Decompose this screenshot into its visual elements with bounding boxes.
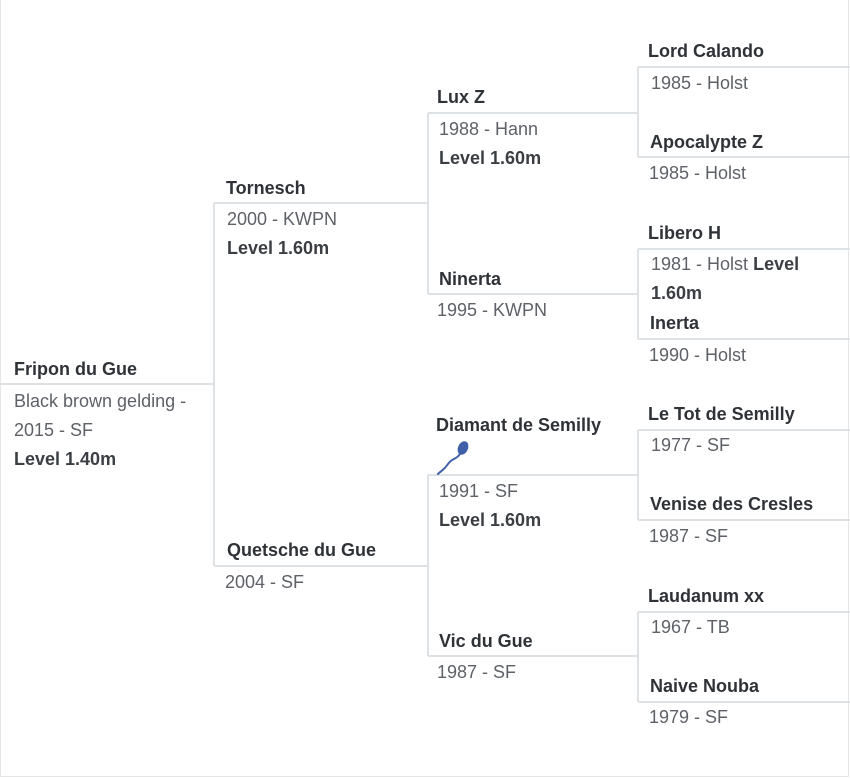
horse-level: Level 1.60m <box>439 510 542 530</box>
horse-name[interactable]: Tornesch <box>226 178 306 198</box>
horse-name[interactable]: Vic du Gue <box>439 631 533 651</box>
horse-name[interactable]: Laudanum xx <box>648 586 765 606</box>
horse-name[interactable]: Libero H <box>648 223 722 243</box>
horse-details-text: 1985 - Holst <box>651 73 749 93</box>
horse-name[interactable]: Diamant de Semilly <box>436 415 602 435</box>
horse-name[interactable]: Naive Nouba <box>650 676 760 696</box>
horse-name[interactable]: Inerta <box>650 313 700 333</box>
horse-details: 1987 - SF <box>437 658 632 687</box>
horse-details: 1991 - SF Level 1.60m <box>439 477 634 535</box>
horse-name[interactable]: Quetsche du Gue <box>227 540 377 560</box>
horse-details: 1990 - Holst <box>649 341 839 370</box>
sperm-icon <box>437 441 469 475</box>
horse-details-text: 1967 - TB <box>651 617 730 637</box>
horse-details-text: 1987 - SF <box>649 526 729 546</box>
horse-details: 1985 - Holst <box>651 69 841 98</box>
horse-details: 1985 - Holst <box>649 159 839 188</box>
horse-details-text: 1990 - Holst <box>649 345 747 365</box>
horse-details: 1977 - SF <box>651 431 841 460</box>
horse-details-text: 1991 - SF <box>439 481 519 501</box>
horse-name[interactable]: Lord Calando <box>648 41 764 61</box>
horse-details-text: 1985 - Holst <box>649 163 747 183</box>
horse-name[interactable]: Apocalypte Z <box>650 132 764 152</box>
horse-details: 1967 - TB <box>651 613 841 642</box>
horse-level: Level 1.60m <box>651 254 800 303</box>
horse-details-text: 1979 - SF <box>649 707 729 727</box>
horse-details-text: 1995 - KWPN <box>437 300 548 320</box>
horse-details-text: 2004 - SF <box>225 572 305 592</box>
horse-level: Level 1.60m <box>439 148 542 168</box>
horse-details-text: 2000 - KWPN <box>227 209 338 229</box>
horse-details: 1995 - KWPN <box>437 296 632 325</box>
horse-details: Black brown gelding - 2015 - SF Level 1.… <box>14 387 214 474</box>
horse-details: 1979 - SF <box>649 703 839 732</box>
horse-name[interactable]: Lux Z <box>437 87 485 107</box>
horse-details: 1987 - SF <box>649 522 839 551</box>
horse-name[interactable]: Venise des Cresles <box>650 494 814 514</box>
horse-name[interactable]: Ninerta <box>439 269 502 289</box>
horse-details-text: 1987 - SF <box>437 662 517 682</box>
horse-details: 1981 - Holst Level 1.60m <box>651 250 841 308</box>
horse-details-text: 1981 - Holst <box>651 254 749 274</box>
horse-name[interactable]: Fripon du Gue <box>14 359 137 379</box>
horse-details: 2000 - KWPN Level 1.60m <box>227 205 422 263</box>
horse-details: 2004 - SF <box>225 568 420 597</box>
horse-details-text: 1988 - Hann <box>439 119 539 139</box>
horse-details-text: Black brown gelding - 2015 - SF <box>14 391 187 440</box>
horse-details-text: 1977 - SF <box>651 435 731 455</box>
horse-level: Level 1.60m <box>227 238 330 258</box>
horse-name[interactable]: Le Tot de Semilly <box>648 404 795 424</box>
horse-details: 1988 - Hann Level 1.60m <box>439 115 634 173</box>
horse-level: Level 1.40m <box>14 449 117 469</box>
